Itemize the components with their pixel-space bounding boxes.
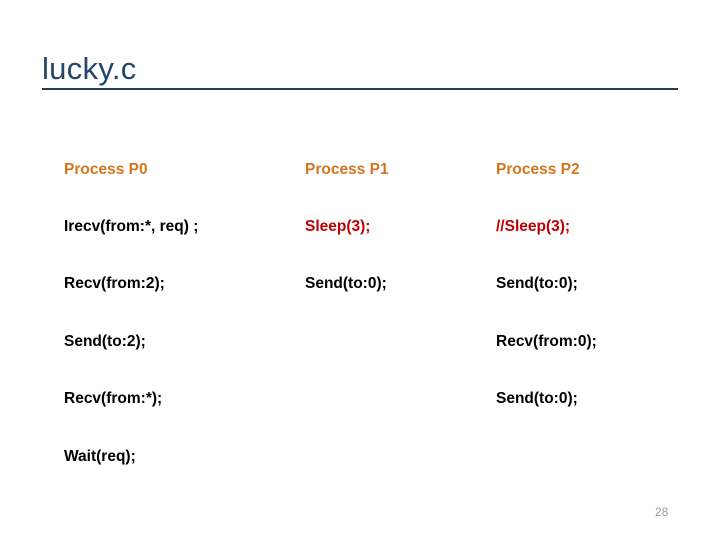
cell-p0-statement-1: Irecv(from:*, req) ; (64, 218, 199, 235)
cell-p1-statement-1: Sleep(3); (305, 218, 371, 235)
title-underline-rule (42, 88, 678, 90)
page-number: 28 (655, 505, 669, 519)
column-header-process-p2: Process P2 (496, 161, 580, 178)
column-header-process-p0: Process P0 (64, 161, 148, 178)
cell-p0-statement-2: Recv(from:2); (64, 275, 165, 292)
cell-p2-statement-3: Recv(from:0); (496, 333, 597, 350)
table-header-row: Process P0 Process P1 Process P2 (0, 157, 720, 183)
page-title: lucky.c (42, 51, 137, 86)
table-row: Recv(from:2); Send(to:0); Send(to:0); (0, 271, 720, 297)
cell-p0-statement-3: Send(to:2); (64, 333, 146, 350)
table-row: Irecv(from:*, req) ; Sleep(3); //Sleep(3… (0, 214, 720, 240)
table-row: Send(to:2); Recv(from:0); (0, 329, 720, 355)
cell-p1-statement-2: Send(to:0); (305, 275, 387, 292)
table-row: Wait(req); (0, 444, 720, 470)
cell-p2-statement-1: //Sleep(3); (496, 218, 571, 235)
cell-p2-statement-4: Send(to:0); (496, 390, 578, 407)
cell-p2-statement-2: Send(to:0); (496, 275, 578, 292)
column-header-process-p1: Process P1 (305, 161, 389, 178)
table-row: Recv(from:*); Send(to:0); (0, 386, 720, 412)
cell-p0-statement-4: Recv(from:*); (64, 390, 163, 407)
cell-p0-statement-5: Wait(req); (64, 448, 136, 465)
title-block: lucky.c (42, 50, 678, 88)
